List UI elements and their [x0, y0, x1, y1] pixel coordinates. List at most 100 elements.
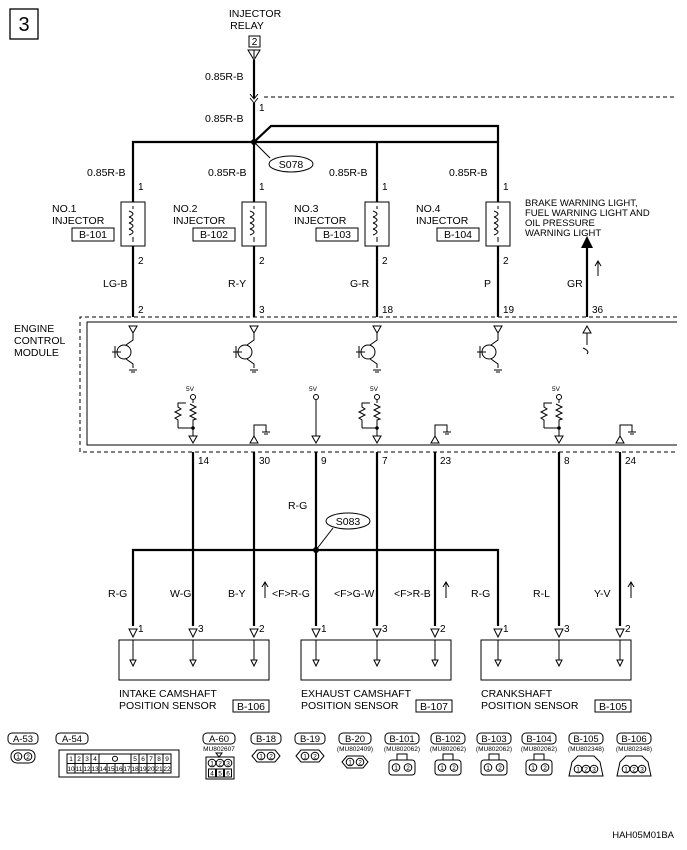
pin-label: 21	[155, 766, 163, 773]
legend-a54-id: A-54	[62, 734, 82, 745]
legend-b104-id: B-104	[526, 734, 551, 745]
pin-label: 1	[303, 754, 307, 761]
pin-label: 22	[163, 766, 171, 773]
pin-label: 17	[123, 766, 131, 773]
injector-4-coil-icon	[493, 206, 499, 242]
ecm-pin-7: 7	[382, 456, 388, 467]
exhaust-sensor-label-1: EXHAUST CAMSHAFT	[301, 688, 412, 700]
splice-s078-leader	[253, 141, 271, 159]
feed-wire-color-top: 0.85R-B	[205, 71, 244, 83]
legend-b103-part: (MU802062)	[476, 746, 512, 753]
injector-3-pin-bottom: 2	[382, 256, 388, 267]
signal-arrow-icon-30	[261, 581, 269, 598]
ecm-ground-24	[615, 424, 636, 444]
pin-label: 13	[91, 766, 99, 773]
injector-bus-branch	[253, 124, 500, 143]
sensor-pin: 3	[564, 624, 570, 635]
injector-2-out-color: R-Y	[228, 278, 246, 290]
ecm-inner-box	[86, 321, 677, 446]
pin-label: 1	[624, 767, 628, 774]
brake-warning-label-3: OIL PRESSURE	[525, 218, 595, 229]
injector-1-pin-bottom: 2	[138, 256, 144, 267]
injector-2-pin-top: 1	[259, 182, 265, 193]
wire-color-exhaust-2: <F>R-B	[394, 588, 431, 600]
ecm-pullup-14: 5V	[173, 386, 198, 445]
wire-color-crank-3: R-L	[533, 588, 550, 600]
injector-4-out-color: P	[484, 278, 491, 290]
sensor-pin: 3	[198, 624, 204, 635]
pin-label: 2	[452, 765, 456, 772]
pin-label: 1	[348, 760, 352, 767]
exhaust-sensor-label-2: POSITION SENSOR	[301, 700, 399, 712]
intake-sensor-connector: B-106	[237, 701, 265, 713]
legend-b106-id: B-106	[621, 734, 646, 745]
sensor-pin: 2	[259, 624, 265, 635]
ecm-pin-2: 2	[138, 305, 144, 316]
sensor-pin: 1	[503, 624, 509, 635]
legend-b102-connector-icon	[434, 759, 462, 776]
splice-s078-tag	[268, 155, 314, 173]
crank-sensor-label-1: CRANKSHAFT	[481, 688, 553, 700]
injector-1-name-1: NO.1	[52, 203, 77, 215]
brake-warning-label-2: FUEL WARNING LIGHT AND	[525, 208, 650, 219]
pin-label: 2	[632, 767, 636, 774]
pin-label: 19	[139, 766, 147, 773]
injector-2-name-2: INJECTOR	[173, 215, 226, 227]
injector-4-connector: B-104	[444, 229, 472, 241]
pin-label: 1	[16, 754, 20, 761]
ecm-pullup-7: 5V	[357, 386, 382, 445]
supply-label-9: 5V	[309, 386, 318, 393]
ecm-pin-3: 3	[259, 305, 265, 316]
legend-b19-id: B-19	[300, 734, 320, 745]
pin-label: 8	[157, 756, 161, 763]
ecm-pin-9: 9	[321, 456, 327, 467]
injector-1-pin-top: 1	[138, 182, 144, 193]
injector-2-coil-icon	[249, 206, 255, 242]
injector-4-name-2: INJECTOR	[416, 215, 469, 227]
legend-b19-connector-icon	[295, 749, 325, 763]
pin-label: 2	[26, 754, 30, 761]
ecm-supply-9: 5V	[309, 386, 321, 445]
pin-label: 6	[141, 756, 145, 763]
ecm-pin-8: 8	[564, 456, 570, 467]
pin-label: 3	[592, 767, 596, 774]
splice-s083-tag	[325, 512, 371, 530]
feed-pin-top: 1	[259, 103, 265, 114]
pin-label: 1	[440, 765, 444, 772]
legend-b101-connector-icon	[388, 759, 416, 776]
injector-2-supply-color: 0.85R-B	[208, 167, 247, 179]
pin-label: 16	[115, 766, 123, 773]
pin-label: 3	[85, 756, 89, 763]
injector-4-supply-color: 0.85R-B	[449, 167, 488, 179]
splice-s078-label: S078	[279, 159, 304, 171]
injector-3-coil-icon	[372, 206, 378, 242]
ecm-pin-18: 18	[382, 305, 394, 316]
crank-sensor-box	[480, 639, 632, 681]
pin-label: 2	[313, 754, 317, 761]
legend-a60-id: A-60	[209, 734, 229, 745]
pin-label: 1	[259, 754, 263, 761]
relay-pin: 2	[252, 37, 258, 48]
ecm-pin-23: 23	[440, 456, 452, 467]
legend-a60-connector-icon	[205, 756, 235, 780]
injector-3-name-2: INJECTOR	[294, 215, 347, 227]
pin-label: 5	[133, 756, 137, 763]
signal-arrow-icon-23	[442, 581, 450, 598]
legend-b101-id: B-101	[389, 734, 414, 745]
legend-b103-id: B-103	[481, 734, 506, 745]
legend-b104-part: (MU802062)	[521, 746, 557, 753]
ecm-pullup-8: 5V	[539, 386, 564, 445]
supply-label-7: 5V	[370, 386, 379, 393]
legend-b102-part: (MU802062)	[430, 746, 466, 753]
wire-color-intake-3: W-G	[170, 588, 191, 600]
ecm-label-3: MODULE	[14, 347, 59, 359]
legend-a60-part: MU802607	[203, 746, 235, 753]
pin-label: 12	[83, 766, 91, 773]
pin-label: 2	[584, 767, 588, 774]
injector-3-name-1: NO.3	[294, 203, 319, 215]
intake-sensor-label-2: POSITION SENSOR	[119, 700, 217, 712]
ecm-outer-dashed	[79, 316, 677, 453]
pin-label: 2	[77, 756, 81, 763]
legend-b102-id: B-102	[435, 734, 460, 745]
